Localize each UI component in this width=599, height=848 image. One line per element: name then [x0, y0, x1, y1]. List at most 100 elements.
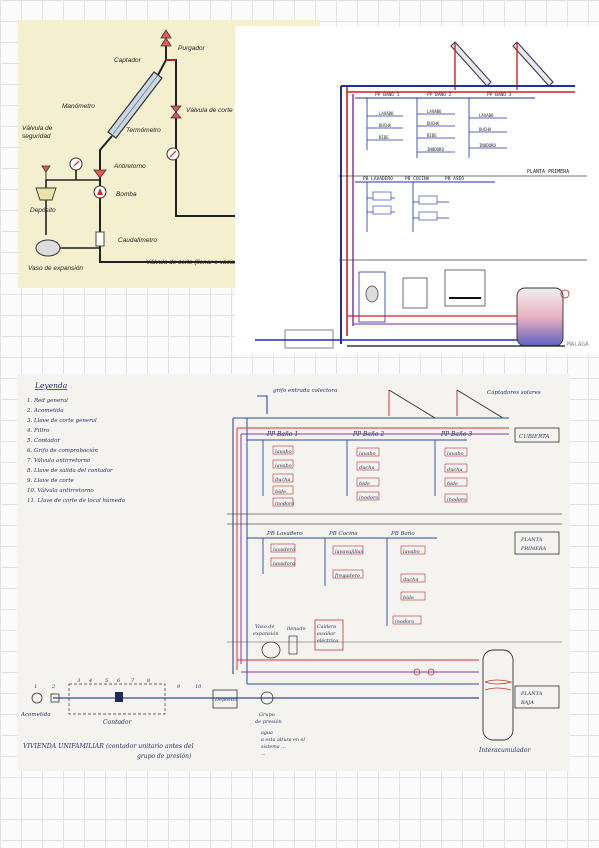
solar-collector [107, 71, 163, 139]
label-contador: Contador [103, 719, 133, 726]
legend-item-3: 3. Llave de corte general [27, 418, 97, 424]
printed-schematic-svg: PLANTA PRIMERA PP BAÑO 1 PP BAÑO 2 PP BA… [255, 41, 589, 349]
bath-3-fixtures [444, 447, 468, 503]
number-3: 3 [77, 678, 80, 684]
label-acometida: Acometida [20, 712, 51, 718]
label-note-3: sistema ... [261, 744, 286, 750]
label-bomba: Bomba [116, 191, 137, 198]
label-caldera-1: Caldera [317, 624, 336, 630]
hand-numbered-components [31, 683, 274, 715]
printed-fixture-2-3: BIDE [427, 133, 437, 138]
legend-item-8: 8. Llave de salida del contador [27, 468, 113, 474]
label-note-2: a esta altura en el [261, 737, 305, 743]
printed-floor-header-1: PB LAVADERO [363, 176, 393, 182]
number-4: 4 [88, 678, 92, 684]
legend-item-9: 9. Llave de corte [27, 478, 75, 484]
floor-room-2-item-2: fregadero [334, 573, 360, 579]
bath-2-item-1: lavabo [359, 451, 376, 457]
bath-2-item-2: ducha [359, 465, 374, 471]
bath-1-item-1: lavabo [275, 449, 292, 455]
printed-fixture-2-2: DUCHA [427, 121, 440, 126]
footer-title-1: VIVIENDA UNIFAMILIAR (contador unitario … [23, 743, 194, 750]
floor-room-3-fixtures [392, 545, 426, 625]
legend-title: Leyenda [34, 381, 67, 390]
hand-ground-pipes [53, 659, 479, 699]
antiretorno-icon [93, 169, 107, 179]
printed-fixture-2-1: LAVABO [427, 109, 442, 114]
floor-room-title-3: PB Baño [390, 530, 415, 537]
label-llenado: llenado [287, 626, 306, 632]
number-1: 1 [34, 684, 37, 690]
printed-collectors [450, 41, 554, 90]
number-8: 8 [147, 678, 150, 684]
printed-bath-header-2: PP BAÑO 2 [427, 91, 452, 98]
printed-equipment [358, 269, 486, 323]
printed-fixtures-top [366, 98, 507, 158]
printed-fixture-3-1: LAVABO [479, 113, 494, 118]
number-6: 6 [117, 678, 121, 684]
manometer-icon [69, 157, 83, 171]
legend-item-10: 10. Válvula antirretorno [27, 487, 94, 494]
legend-item-11: 11. Llave de corte de local húmedo [27, 497, 126, 504]
expansion-vessel-icon [35, 239, 100, 257]
number-7: 7 [131, 678, 135, 684]
printed-fixture-1-3: BIDE [379, 135, 389, 140]
label-purgador: Purgador [178, 45, 206, 52]
cutoff-valve-icon [170, 105, 182, 119]
label-cubierta: CUBIERTA [519, 434, 549, 440]
label-valvula-corte: Válvula de corte [186, 107, 233, 114]
floor-room-title-1: PB Lavadero [266, 531, 303, 537]
printed-schematic: PLANTA PRIMERA PP BAÑO 1 PP BAÑO 2 PP BA… [235, 26, 599, 354]
hand-risers [232, 417, 509, 684]
floor-room-3-item-3: bide [403, 595, 414, 601]
hot-pipe [157, 44, 268, 217]
legend: Leyenda 1. Red general 2. Acometida 3. L… [26, 381, 126, 504]
bath-1-item-2: lavabo [275, 463, 292, 469]
printed-bath-header-3: PP BAÑO 3 [487, 91, 512, 98]
interacumulador-tank [482, 649, 514, 741]
bath-branches [247, 439, 467, 496]
purger-icon [160, 29, 172, 47]
floor-room-2-fixtures [332, 545, 364, 579]
number-2: 2 [51, 684, 55, 690]
floor-room-3-item-2: ducha [403, 577, 418, 583]
bath-3-item-1: lavabo [447, 451, 464, 457]
label-valvula-seguridad-2: seguridad [22, 133, 51, 140]
floor-room-3-item-1: lavabo [403, 549, 420, 555]
printed-fixture-1-2: DUCHA [379, 123, 392, 128]
number-9: 9 [177, 684, 181, 690]
floor-room-1-item-1: lavadero [273, 547, 295, 553]
bath-1-item-3: ducha [275, 477, 290, 483]
label-interacumulador: Interacumulador [478, 747, 531, 754]
floor-room-2-item-1: lavavajillas [335, 549, 364, 555]
printed-fixture-2-4: INODORO [427, 147, 444, 152]
legend-item-5: 5. Contador [27, 438, 60, 444]
bath-1-item-4: bide [275, 489, 286, 495]
label-vaso-expansion: Vaso de expansión [28, 265, 83, 272]
printed-fixture-1-1: LAVABO [379, 111, 394, 116]
label-planta-baja-1: PLANTA [520, 691, 543, 697]
label-captadores: Captadores solares [487, 390, 541, 396]
bath-1-fixtures [272, 445, 294, 507]
label-valvula-corte-llenar: Válvula de corte (llenar o vaciar) [146, 259, 239, 266]
label-note-1: agua [261, 731, 273, 736]
label-caldera-2: auxiliar [317, 631, 336, 637]
legend-item-4: 4. Filtro [26, 428, 50, 434]
label-deposito: Deposito [214, 697, 237, 703]
label-captador: Captador [114, 57, 142, 64]
pump-icon [93, 185, 107, 199]
label-caudalimetro: Caudalímetro [118, 237, 157, 244]
printed-storage-tank [516, 287, 570, 347]
label-antiretorno: Antiretorno [113, 163, 146, 170]
label-grifo-entrada: grifo entrada colectora [273, 388, 337, 394]
printed-fixture-3-3: INODORO [479, 143, 496, 148]
hand-equipment [261, 619, 344, 659]
bath-title-2: PP Baño 2 [352, 431, 384, 438]
printed-bath-header-1: PP BAÑO 1 [375, 91, 400, 98]
floor-room-1-item-2: lavadora [273, 561, 295, 567]
safety-valve-icon [41, 165, 51, 180]
printed-floor-header-3: PB ASEO [445, 176, 464, 182]
floor-room-3-item-4: inodoro [395, 619, 414, 625]
label-caldera-3: eléctrica [317, 637, 338, 644]
bath-3-item-3: bide [447, 481, 458, 487]
